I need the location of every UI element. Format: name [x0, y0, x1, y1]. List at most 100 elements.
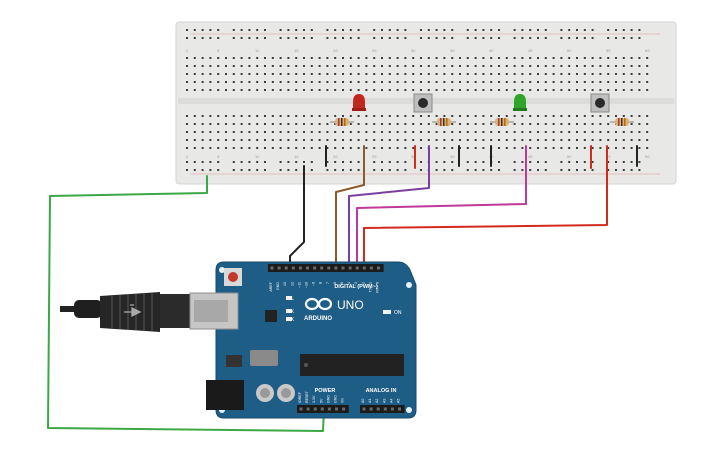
5v-wire[interactable] — [47, 175, 325, 432]
reset-button[interactable] — [224, 268, 242, 286]
arduino-uno-board: L TX RX ON ARDUINO UNO DIGITAL (PWM~) PO… — [189, 261, 417, 419]
column-number: 10 — [255, 48, 260, 53]
column-number: 55 — [606, 154, 611, 159]
pin-label: 4 — [347, 282, 351, 284]
pin-label: A0 — [361, 399, 365, 403]
pin-label: A1 — [368, 399, 372, 403]
header-pin[interactable] — [313, 407, 317, 411]
column-number: 25 — [372, 48, 377, 53]
header-pin[interactable] — [362, 266, 366, 270]
power-pin-header[interactable] — [297, 405, 349, 413]
pin-label: ~5 — [340, 282, 344, 286]
breadboard-jumpers — [325, 145, 638, 169]
header-pin[interactable] — [390, 407, 394, 411]
header-pin[interactable] — [320, 266, 324, 270]
pin-4-wire[interactable] — [363, 145, 608, 267]
header-pin[interactable] — [342, 407, 346, 411]
pin-label: ~6 — [333, 282, 337, 286]
digital-pin-header[interactable] — [268, 264, 384, 272]
pin-label: ~3 — [354, 282, 358, 286]
column-number: 20 — [333, 154, 338, 159]
header-pin[interactable] — [376, 407, 380, 411]
column-number: 10 — [255, 154, 260, 159]
header-pin[interactable] — [335, 407, 338, 411]
header-pin[interactable] — [327, 266, 331, 270]
pin-label: RESET — [305, 390, 309, 403]
analog-in-label: ANALOG IN — [366, 388, 397, 394]
pin-label: 2 — [361, 282, 365, 284]
header-pin[interactable] — [291, 266, 295, 270]
header-pin[interactable] — [306, 407, 310, 411]
power-label: POWER — [315, 388, 336, 394]
header-pin[interactable] — [334, 266, 338, 270]
header-pin[interactable] — [298, 266, 302, 270]
header-pin[interactable] — [313, 266, 317, 270]
pin-label: 7 — [326, 282, 330, 284]
pin-label: ~9 — [312, 282, 316, 286]
analog-pin-header[interactable] — [360, 405, 405, 413]
column-number: 15 — [294, 154, 299, 159]
pin-label: 12 — [290, 282, 294, 286]
header-pin[interactable] — [277, 266, 281, 270]
power-jack[interactable] — [206, 380, 244, 410]
board-model: UNO — [337, 298, 364, 312]
header-pin[interactable] — [306, 266, 309, 270]
column-number: 60 — [645, 48, 650, 53]
pin-label: GND — [334, 395, 338, 403]
header-pin[interactable] — [398, 407, 401, 411]
arduino-logo-icon — [304, 297, 333, 311]
pin-5-wire[interactable] — [356, 145, 527, 267]
header-pin[interactable] — [284, 266, 288, 270]
pin-label: 8 — [319, 282, 323, 284]
pin-label: A4 — [389, 399, 393, 403]
pin-7-wire[interactable] — [335, 145, 365, 267]
resistors — [330, 118, 634, 126]
gnd-wire[interactable] — [289, 165, 305, 267]
header-pin[interactable] — [355, 266, 359, 270]
pin-label: A5 — [397, 399, 401, 403]
digital-header-label: DIGITAL (PWM~) — [334, 284, 378, 290]
column-number: 25 — [372, 154, 377, 159]
column-number: 20 — [333, 48, 338, 53]
pin-label: TX→1 — [368, 282, 372, 292]
pin-label: Vin — [341, 398, 345, 403]
header-pin[interactable] — [348, 266, 352, 270]
header-pin[interactable] — [299, 407, 303, 411]
pin-label: A3 — [382, 399, 386, 403]
pushbutton-1[interactable] — [413, 93, 433, 113]
on-label: ON — [394, 310, 402, 316]
pin-6-wire[interactable] — [348, 145, 430, 267]
column-number: 15 — [294, 48, 299, 53]
usb-icon — [124, 304, 142, 318]
tx-label: TX — [288, 309, 295, 315]
column-number: 40 — [489, 48, 494, 53]
pin-label: 13 — [283, 282, 287, 286]
header-pin[interactable] — [369, 266, 373, 270]
pin-label: GND — [276, 282, 280, 290]
arduino-logo-text: ARDUINO — [304, 316, 332, 322]
header-pin[interactable] — [341, 266, 345, 270]
resistor-4 — [610, 118, 634, 126]
resistor-1 — [330, 118, 354, 126]
pin-label: ~11 — [297, 282, 301, 288]
green-led[interactable] — [513, 94, 527, 111]
column-number: 45 — [528, 48, 533, 53]
pushbutton-2[interactable] — [590, 93, 610, 113]
header-pin[interactable] — [383, 407, 387, 411]
header-pin[interactable] — [377, 266, 380, 270]
red-led[interactable] — [352, 94, 366, 111]
column-number: 60 — [645, 154, 650, 159]
header-pin[interactable] — [320, 407, 324, 411]
column-number: 55 — [606, 48, 611, 53]
header-pin[interactable] — [327, 407, 331, 411]
resistor-3 — [490, 118, 514, 126]
header-pin[interactable] — [270, 266, 274, 270]
header-pin[interactable] — [369, 407, 373, 411]
header-pin[interactable] — [362, 407, 366, 411]
pin-label: AREF — [269, 281, 273, 291]
column-number: 35 — [450, 154, 455, 159]
